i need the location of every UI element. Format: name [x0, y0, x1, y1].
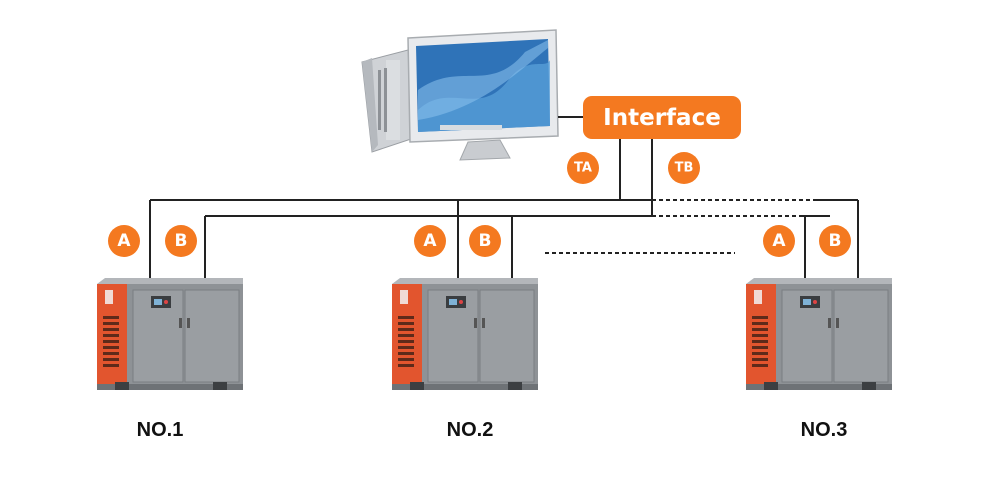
unit2-label: NO.2: [447, 419, 494, 441]
air-compressor-icon: [745, 277, 893, 391]
interface-box: Interface: [583, 96, 741, 139]
tb-badge-label: TB: [675, 161, 694, 176]
unit1-terminal-a-label: A: [117, 231, 131, 251]
ta-badge: TA: [567, 152, 599, 184]
unit3-terminal-b-label: B: [829, 231, 842, 251]
unit1-terminal-a-badge: A: [108, 225, 140, 257]
computer-icon: [361, 29, 559, 161]
unit2-terminal-b-label: B: [479, 231, 492, 251]
interface-label: Interface: [603, 105, 721, 131]
unit1-label: NO.1: [137, 419, 184, 441]
tb-badge: TB: [668, 152, 700, 184]
unit3-label: NO.3: [801, 419, 848, 441]
ta-badge-label: TA: [574, 161, 592, 176]
unit1-terminal-b-label: B: [175, 231, 188, 251]
compressor-unit-3: [745, 277, 893, 391]
compressor-unit-2: [391, 277, 539, 391]
unit2-terminal-a-badge: A: [414, 225, 446, 257]
unit3-terminal-b-badge: B: [819, 225, 851, 257]
air-compressor-icon: [96, 277, 244, 391]
unit2-terminal-a-label: A: [423, 231, 437, 251]
unit2-terminal-b-badge: B: [469, 225, 501, 257]
unit1-terminal-b-badge: B: [165, 225, 197, 257]
air-compressor-icon: [391, 277, 539, 391]
computer-monitor: [407, 29, 559, 161]
unit3-terminal-a-badge: A: [763, 225, 795, 257]
interface-box-bg: [583, 96, 741, 139]
compressor-unit-1: [96, 277, 244, 391]
unit3-terminal-a-label: A: [772, 231, 786, 251]
computer-tower: [361, 49, 415, 153]
wiring: [149, 139, 859, 280]
